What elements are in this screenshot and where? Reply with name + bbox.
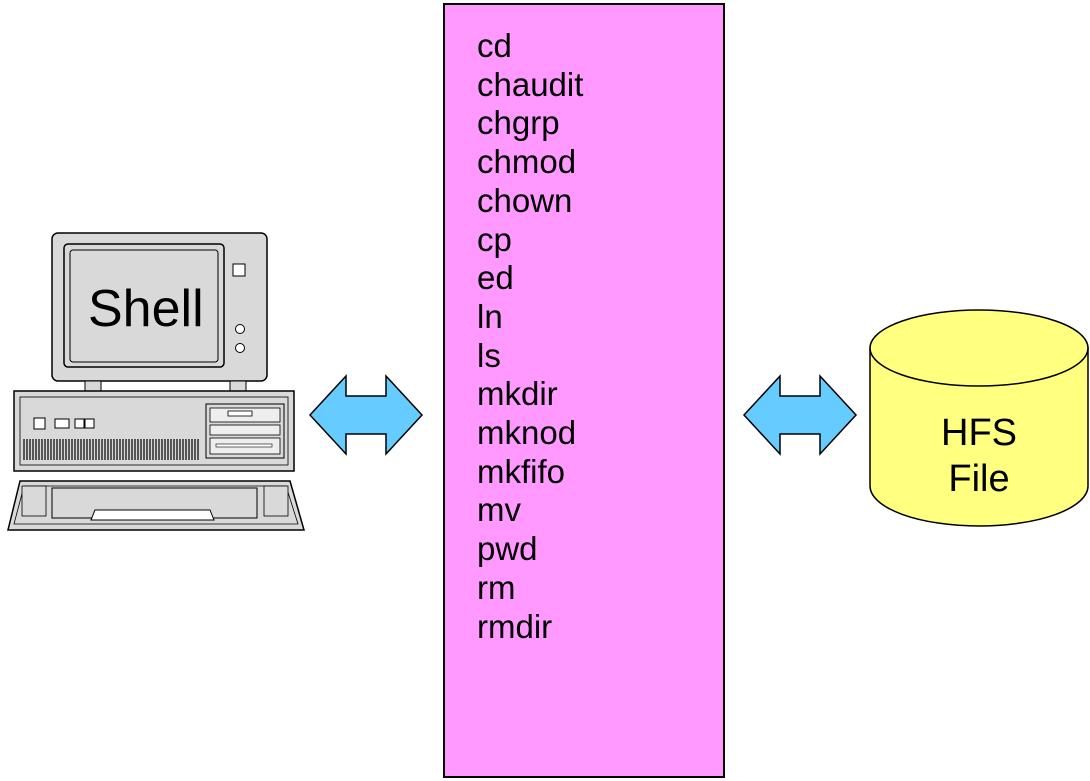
command-item: rmdir (477, 607, 553, 645)
command-item: pwd (477, 530, 538, 568)
desktop-computer-icon (7, 232, 305, 531)
command-item: cp (477, 220, 512, 258)
double-arrow-icon (308, 374, 424, 456)
command-item: ls (477, 336, 501, 374)
database-cylinder-icon (869, 309, 1089, 527)
command-item: mv (477, 491, 521, 529)
command-item: mkfifo (477, 452, 566, 490)
command-list: cd chaudit chgrp chmod chown cp ed ln ls… (477, 27, 583, 646)
command-item: mkdir (477, 375, 558, 413)
command-item: cd (477, 27, 512, 64)
double-arrow-icon (742, 374, 858, 456)
command-item: chmod (477, 143, 577, 181)
command-item: chgrp (477, 104, 560, 142)
command-item: ed (477, 259, 514, 297)
command-item: ln (477, 297, 503, 335)
command-list-box: cd chaudit chgrp chmod chown cp ed ln ls… (443, 3, 725, 778)
storage-label-line2: File (948, 458, 1010, 500)
command-item: rm (477, 568, 516, 606)
screen-label: Shell (88, 280, 204, 338)
command-item: mknod (477, 414, 577, 452)
storage-label: HFS File (868, 410, 1090, 502)
storage-label-line1: HFS (941, 412, 1017, 454)
command-item: chown (477, 181, 573, 219)
command-item: chaudit (477, 65, 584, 103)
